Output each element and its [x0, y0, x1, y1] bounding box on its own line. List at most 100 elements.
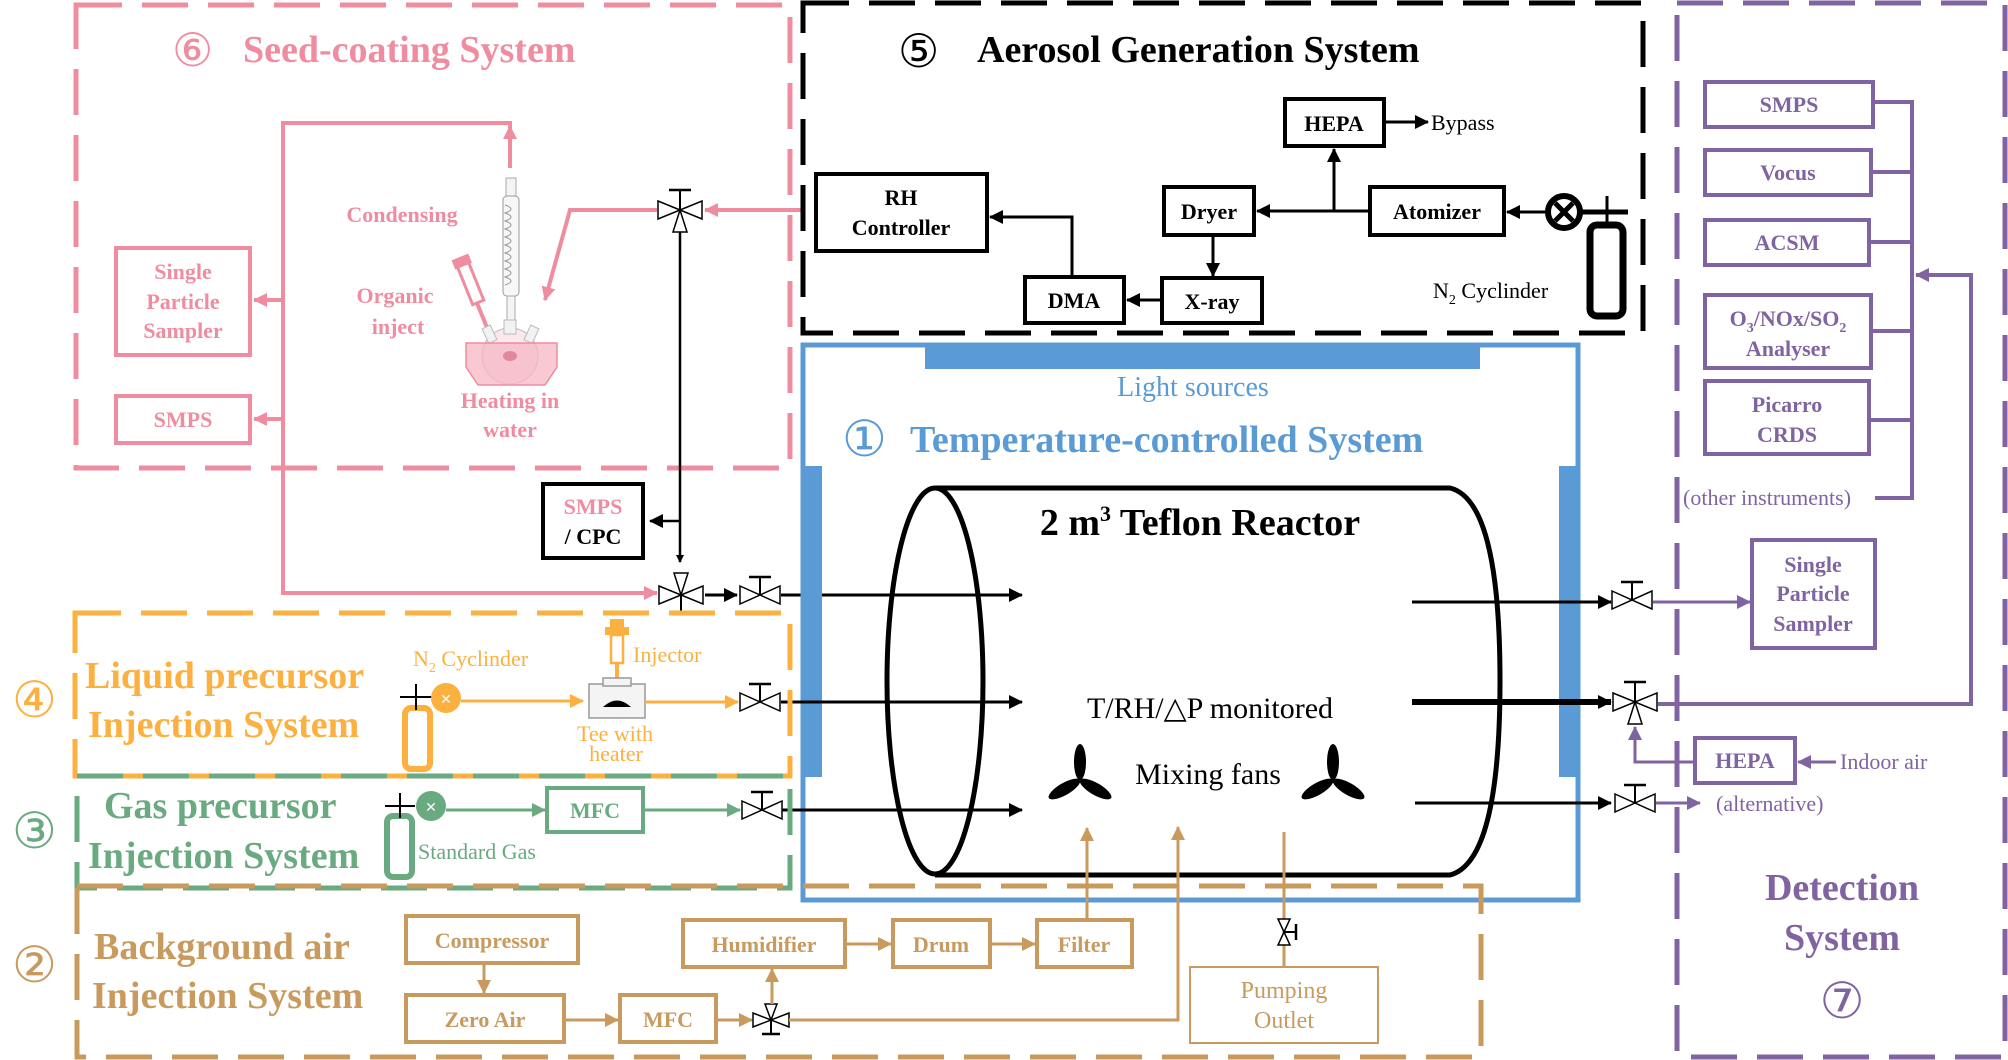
compressor-label: Compressor [435, 928, 550, 953]
seed-coating-system: ⑥ Seed-coating System Single Particle Sa… [73, 2, 803, 600]
gas-number: ③ [12, 803, 57, 859]
other-instruments-label: (other instruments) [1683, 485, 1851, 510]
drum-label: Drum [913, 932, 969, 957]
gas-analyser-line1: O3/NOx/SO2 [1730, 306, 1847, 336]
background-air-system: ② Background air Injection System Compre… [12, 826, 1484, 1060]
indoor-air-label: Indoor air [1840, 749, 1928, 774]
gas-analyser-box[interactable] [1703, 293, 1873, 370]
gas-border [74, 773, 793, 891]
picarro-box[interactable] [1703, 379, 1871, 456]
outlet-three-way-valve[interactable] [1611, 680, 1659, 726]
xray-label: X-ray [1185, 289, 1240, 314]
seed-coating-number: ⑥ [172, 25, 213, 76]
aerosol-number: ⑤ [898, 26, 939, 77]
temperature-number: ① [842, 411, 887, 467]
aerosol-title: Aerosol Generation System [977, 29, 1420, 71]
detection-number: ⑦ [1820, 973, 1865, 1029]
mixing-fan-right-icon [1298, 744, 1368, 804]
mixing-fan-left-icon [1045, 744, 1115, 804]
temperature-title: Temperature-controlled System [910, 419, 1423, 461]
liquid-valve[interactable] [738, 682, 782, 713]
acsm-box[interactable] [1703, 218, 1871, 267]
heating-line2: water [483, 417, 537, 442]
pumping-outlet-line1: Pumping [1241, 978, 1328, 1004]
seed-coating-border [73, 2, 793, 471]
gas-analyser-line2: Analyser [1746, 336, 1831, 361]
background-mfc-label: MFC [643, 1007, 693, 1032]
gas-precursor-system: ③ Gas precursor Injection System ✕ Stand… [12, 773, 793, 891]
vocus-label: Vocus [1760, 160, 1816, 185]
hepa-to-valve-arrow [1628, 726, 1695, 764]
seed-three-way-valve[interactable] [656, 188, 704, 234]
light-source-bar-top [925, 345, 1480, 369]
vocus-box[interactable] [1703, 148, 1873, 197]
seed-smps-label: SMPS [154, 407, 213, 432]
liquid-n2-cylinder-icon [402, 705, 433, 772]
pump-valve[interactable] [1276, 918, 1298, 946]
filter-label: Filter [1058, 932, 1111, 957]
dryer-label: Dryer [1181, 199, 1237, 224]
monitored-label: T/RH/△P monitored [1087, 692, 1333, 725]
drum-box [891, 918, 992, 969]
outlet-valve-1[interactable] [1610, 580, 1654, 611]
aerosol-border [800, 0, 1646, 336]
injector-label: Injector [633, 642, 702, 667]
gas-regulator-knob-icon: ✕ [385, 791, 446, 821]
inlet-three-way-valve[interactable] [658, 572, 704, 614]
detection-single-particle-line1: Single [1784, 552, 1842, 577]
mixing-fans-label: Mixing fans [1135, 758, 1281, 791]
tee-label-line1: Tee with [577, 721, 653, 746]
background-title-line1: Background air [94, 926, 350, 968]
outlet-valve-3[interactable] [1613, 783, 1657, 814]
dma-box [1023, 275, 1126, 325]
rh-controller-line2: Controller [852, 215, 951, 240]
liquid-precursor-system: ④ Liquid precursor Injection System N2 C… [12, 610, 793, 779]
detection-smps-box[interactable] [1703, 80, 1875, 129]
background-three-way-valve[interactable] [752, 1003, 790, 1036]
liquid-border [72, 610, 793, 779]
standard-gas-cylinder-icon [384, 813, 415, 880]
detection-single-particle-box[interactable] [1750, 538, 1877, 650]
liquid-title-line2: Injection System [88, 704, 359, 746]
aerosol-generation-system: ⑤ Aerosol Generation System HEPA Bypass … [800, 0, 1646, 336]
sample-return-line [1658, 268, 1973, 706]
bypass-label: Bypass [1431, 110, 1495, 135]
tee-label-line2: heater [589, 741, 643, 766]
background-number: ② [12, 937, 57, 993]
reactor-label: 2 m3 Teflon Reactor [1040, 501, 1360, 544]
light-source-bar-right [1559, 466, 1578, 777]
gas-mfc-label: MFC [570, 798, 620, 823]
liquid-title-line1: Liquid precursor [85, 655, 364, 697]
standard-gas-label: Standard Gas [418, 839, 536, 864]
aerosol-inlet-valve[interactable] [738, 575, 782, 606]
detection-border [1674, 0, 2008, 1060]
aerosol-hepa-label: HEPA [1304, 111, 1364, 136]
organic-inject-line2: inject [372, 314, 425, 339]
rh-controller-box [814, 172, 989, 253]
background-mfc-box [618, 993, 718, 1044]
picarro-line1: Picarro [1752, 392, 1822, 417]
dma-to-rh-arrow [989, 210, 1074, 277]
condenser-icon [502, 177, 520, 327]
background-border [74, 883, 1484, 1060]
seed-coating-title: Seed-coating System [243, 29, 575, 71]
compressor-box [404, 914, 580, 965]
smps-cpc-box [541, 482, 645, 560]
pumping-outlet-box [1189, 966, 1379, 1044]
gas-title-line2: Injection System [88, 835, 359, 877]
dma-label: DMA [1048, 288, 1101, 313]
heating-line1: Heating in [461, 388, 559, 413]
svg-text:✕: ✕ [425, 801, 437, 816]
gas-valve[interactable] [740, 790, 784, 821]
detection-hepa-box[interactable] [1693, 736, 1797, 785]
detection-hepa-label: HEPA [1715, 748, 1775, 773]
tee-with-heater-icon [588, 677, 646, 719]
liquid-regulator-knob-icon: ✕ [400, 683, 461, 713]
alternative-label: (alternative) [1716, 791, 1824, 816]
seed-single-particle-line3: Sampler [143, 318, 223, 343]
filter-box [1035, 918, 1134, 969]
valve-to-reactor-line [789, 826, 1185, 1022]
liquid-number: ④ [12, 672, 57, 728]
svg-text:✕: ✕ [440, 693, 452, 708]
